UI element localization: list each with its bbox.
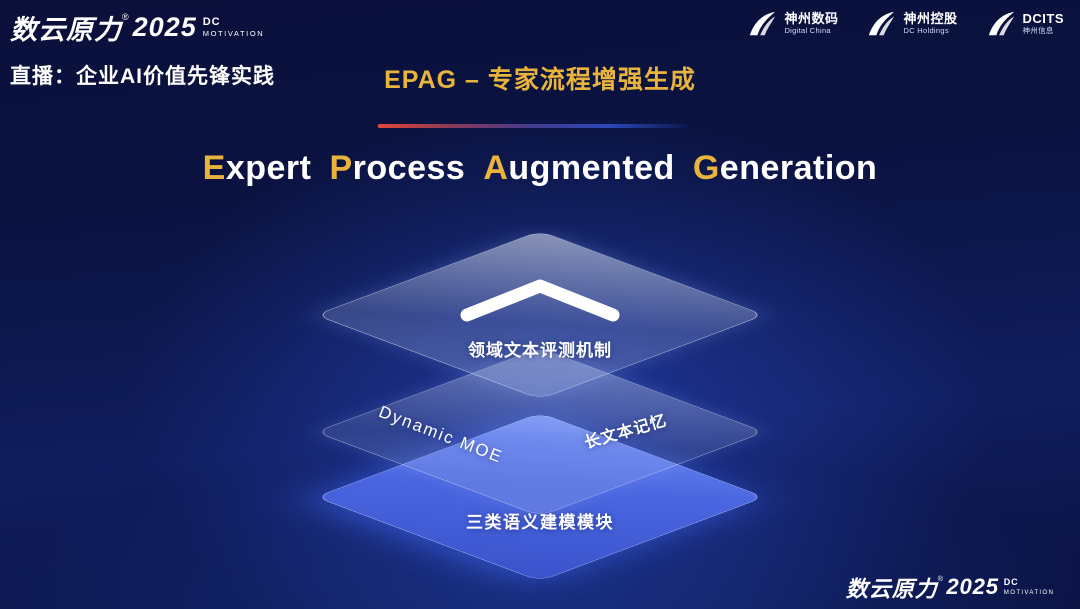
page-title: Expert Process Augmented Generation: [0, 149, 1080, 188]
partner-dcits: DCITS 神州信息: [986, 10, 1065, 38]
partner-digital-china: 神州数码 Digital China: [747, 10, 838, 38]
epag-heading: EPAG – 专家流程增强生成: [384, 66, 696, 94]
partner-subtitle: 神州信息: [1022, 26, 1054, 36]
title-word: Process: [329, 149, 466, 187]
brand-logo-bottom-right: 数云原力® 2025 DC MOTIVATION: [845, 571, 1054, 603]
digital-china-swoosh-icon: [750, 11, 776, 36]
dc-holdings-swoosh-icon: [869, 11, 895, 36]
layer-stack-diagram: 领域文本评测机制 Dynamic MOE 长文本记忆 三类语义建模模块: [275, 230, 805, 582]
bottom-layer-label: 三类语义建模模块: [466, 513, 614, 532]
dcits-swoosh-icon: [988, 11, 1014, 36]
gradient-divider: [377, 124, 690, 128]
title-word: Expert: [202, 149, 312, 187]
top-layer-label: 领域文本评测机制: [468, 341, 612, 360]
registered-mark: ®: [937, 573, 943, 583]
brand-subtitle-top: DC: [202, 16, 221, 29]
registered-mark: ®: [122, 11, 129, 22]
brand-subtitle-bottom: MOTIVATION: [1003, 588, 1054, 596]
live-caption: 直播：企业AI价值先锋实践: [10, 65, 275, 88]
brand-subtitle: DC MOTIVATION: [203, 17, 265, 38]
brand-logo-top-left: 数云原力® 2025 DC MOTIVATION: [10, 8, 264, 47]
partner-subtitle: DC Holdings: [903, 26, 949, 36]
partner-name: 神州数码: [784, 11, 839, 27]
brand-year: 2025: [132, 12, 197, 42]
title-word: Generation: [692, 149, 878, 187]
title-word: Augmented: [483, 149, 675, 187]
brand-subtitle: DC MOTIVATION: [1003, 577, 1054, 596]
partner-name: DCITS: [1022, 11, 1064, 27]
partner-name: 神州控股: [903, 11, 958, 27]
brand-year: 2025: [946, 574, 999, 599]
chevron-up-icon: [460, 279, 620, 322]
brand-subtitle-bottom: MOTIVATION: [202, 29, 265, 39]
brand-subtitle-top: DC: [1003, 577, 1019, 588]
brand-name: 数云原力: [845, 576, 938, 602]
partner-dc-holdings: 神州控股 DC Holdings: [866, 10, 957, 38]
partner-subtitle: Digital China: [784, 26, 831, 36]
partner-logos: 神州数码 Digital China 神州控股 DC Holdings DCIT…: [747, 10, 1064, 38]
brand-name: 数云原力: [10, 15, 122, 45]
